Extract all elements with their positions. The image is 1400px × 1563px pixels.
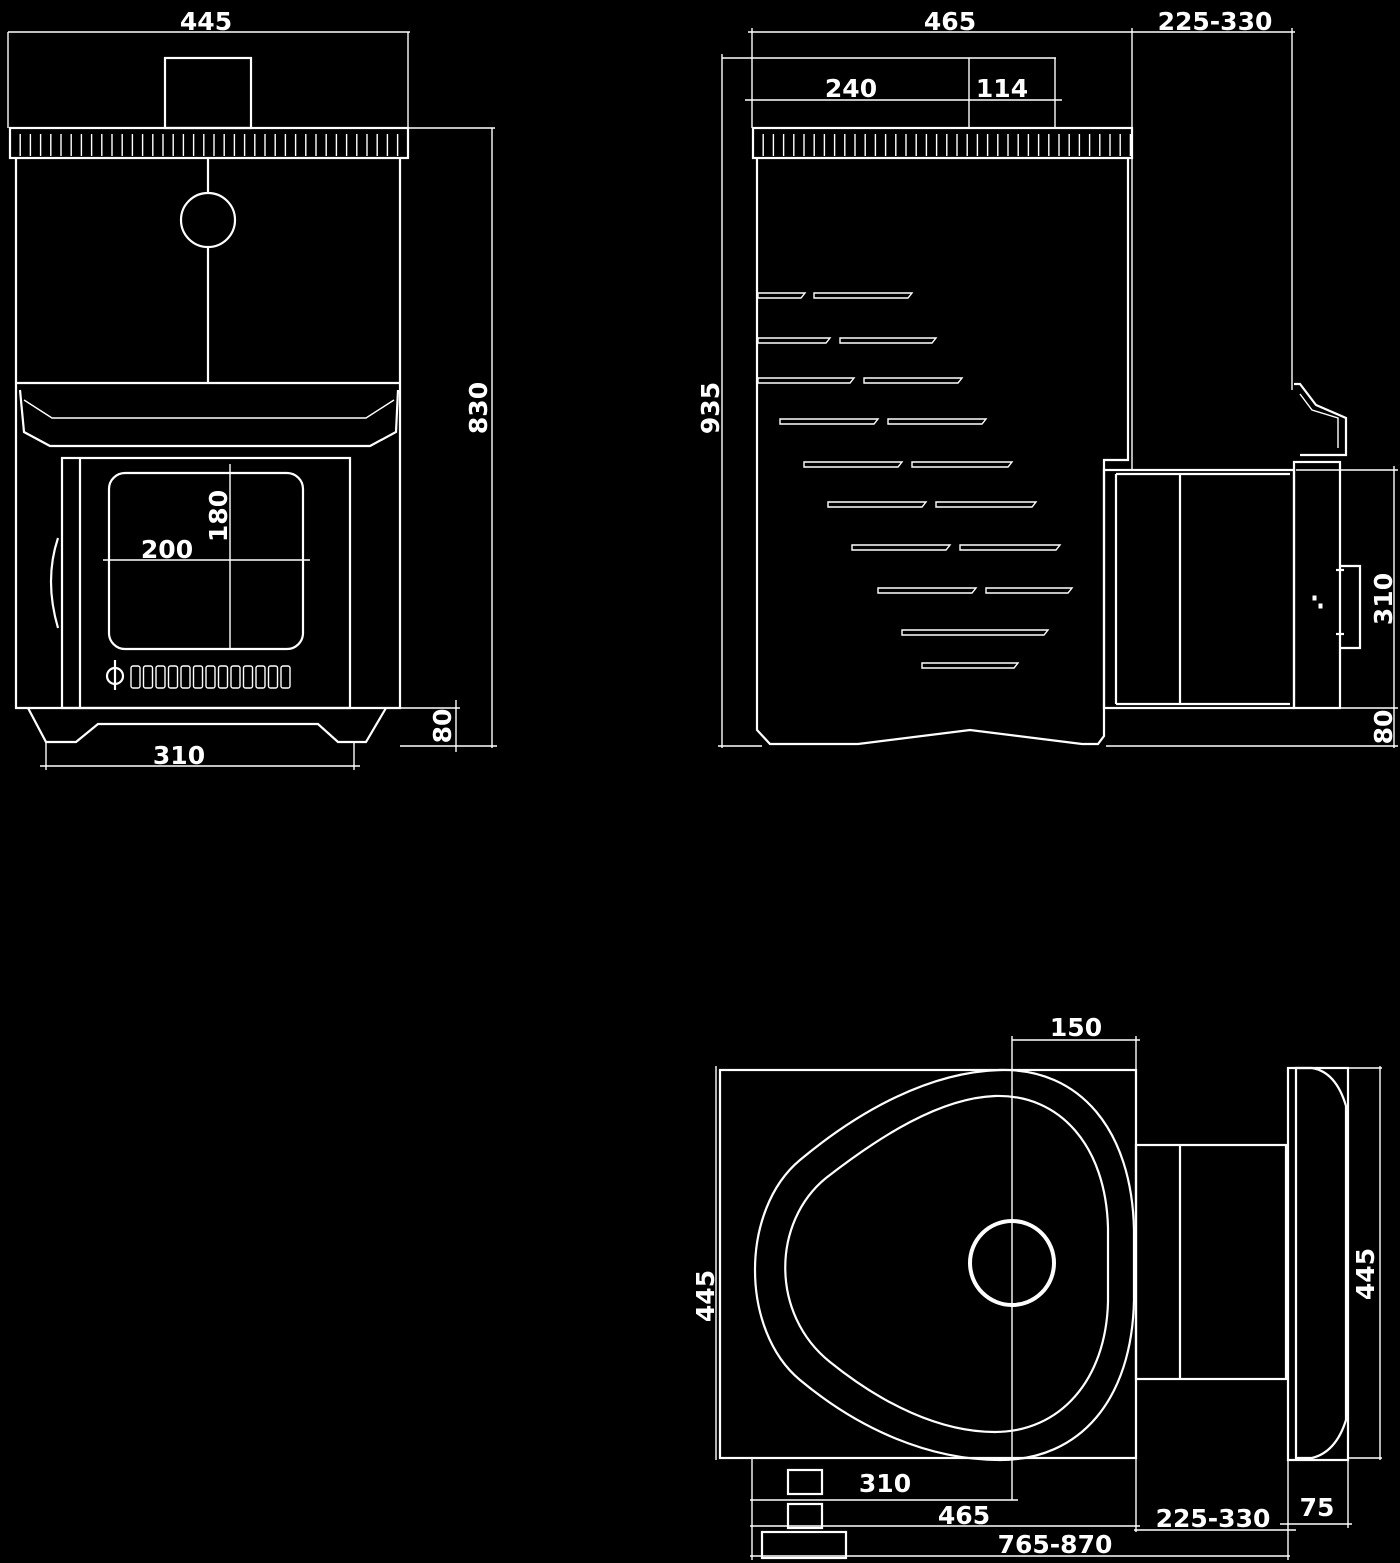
- dim-top-width-left: 445: [691, 1270, 720, 1322]
- door-glass: [107, 471, 305, 651]
- side-grate-band: [751, 126, 1134, 160]
- dim-side-base-80: 80: [1369, 710, 1398, 745]
- firebox-door: [60, 456, 352, 710]
- dim-top-base-310: 310: [859, 1469, 911, 1498]
- dim-height-830: 830: [464, 382, 493, 434]
- stone-basket-outer: [754, 1068, 1136, 1462]
- top-view: 150 445 445 310 465 225-330 75 765-870: [691, 1013, 1382, 1560]
- water-tank-connector: [1102, 468, 1296, 710]
- dim-width-445: 445: [180, 7, 232, 36]
- dim-tank-height-310: 310: [1369, 573, 1398, 625]
- dim-top-240: 240: [825, 74, 877, 103]
- dim-glass-height-180: 180: [204, 490, 233, 542]
- stone-basket-inner: [784, 1094, 1110, 1434]
- dim-base-height-80: 80: [428, 709, 457, 744]
- tank-end-cap: [1292, 460, 1342, 710]
- flue-opening: [179, 191, 237, 249]
- front-view: 445 830 80 310 200 180: [7, 7, 497, 770]
- stone-grate-band: [8, 126, 410, 160]
- dim-height-935: 935: [696, 382, 725, 434]
- side-view: 465 225-330 240 114 935 310 80: [696, 7, 1398, 748]
- dim-overall-length: 765-870: [998, 1530, 1113, 1559]
- dim-top-depth-465: 465: [938, 1501, 990, 1530]
- chimney-outlet: [163, 56, 253, 130]
- top-flue-opening: [968, 1219, 1056, 1307]
- dim-tank-end-75: 75: [1300, 1493, 1335, 1522]
- dim-glass-width-200: 200: [141, 535, 193, 564]
- dim-top-width-right: 445: [1351, 1248, 1380, 1300]
- dim-tank-extension: 225-330: [1158, 7, 1273, 36]
- dim-flue-offset-150: 150: [1050, 1013, 1102, 1042]
- dim-base-width-310: 310: [153, 741, 205, 770]
- top-tank-end: [1286, 1066, 1350, 1462]
- dim-top-tank-extension: 225-330: [1156, 1504, 1271, 1533]
- top-tank-connector: [1134, 1143, 1288, 1381]
- dim-top-114: 114: [976, 74, 1028, 103]
- dim-depth-465: 465: [924, 7, 976, 36]
